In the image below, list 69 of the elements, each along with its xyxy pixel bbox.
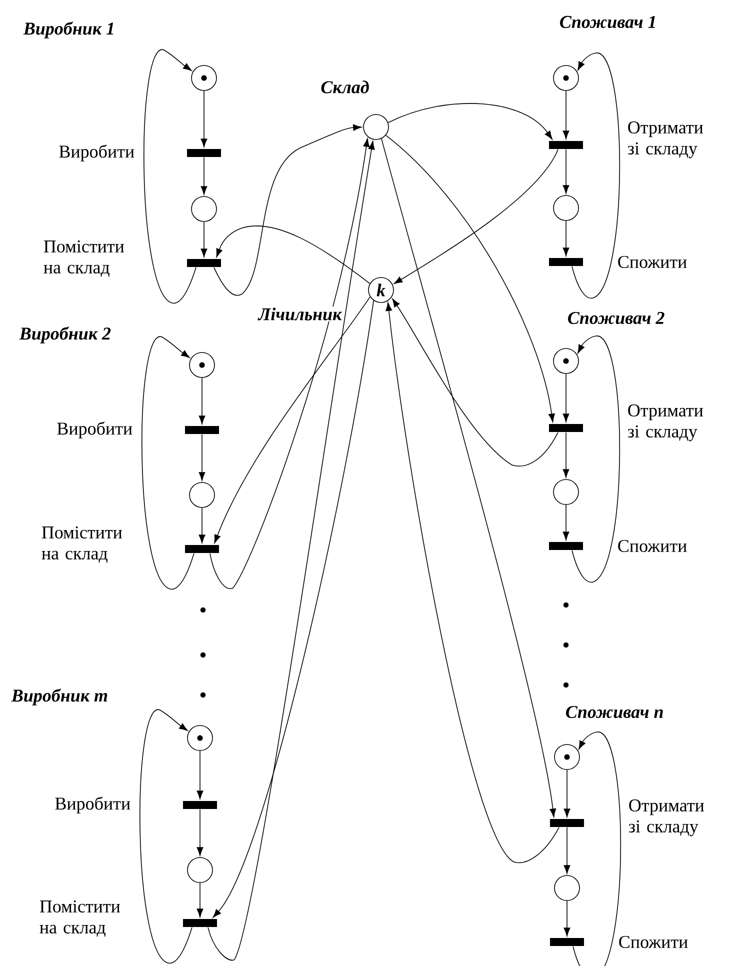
arc-arrow	[198, 378, 206, 424]
arc-arrow	[562, 90, 570, 140]
place-circle	[191, 65, 217, 91]
process-heading: Споживач 1	[560, 16, 655, 28]
process-heading: Виробник 1	[23, 22, 114, 38]
transition-label: Помістити на склад	[40, 900, 120, 937]
arc-arrow	[562, 432, 570, 478]
arc-arrow	[572, 732, 622, 966]
place-circle	[553, 348, 579, 374]
arc-arrow	[212, 300, 374, 918]
arc-arrow	[140, 710, 192, 964]
arc-arrow	[196, 750, 204, 800]
place-circle	[553, 195, 579, 221]
arc-arrow	[208, 140, 375, 961]
process-heading: Виробник m	[11, 688, 108, 706]
arc-arrow	[572, 52, 620, 299]
place-circle	[187, 725, 213, 751]
arc-arrow	[564, 827, 570, 874]
transition-label: Отримати зі складу	[628, 799, 704, 836]
arc-arrow	[564, 770, 570, 818]
transition-label: Помістити на склад	[42, 526, 122, 563]
arc-arrow	[564, 900, 570, 936]
arc-arrow	[142, 336, 194, 590]
place-circle	[553, 479, 579, 505]
arc-arrow	[216, 226, 370, 284]
place-circle	[191, 196, 217, 222]
arc-arrow	[196, 882, 204, 918]
place-circle	[189, 482, 215, 508]
arc-arrow	[562, 504, 570, 540]
transition-label: Виробити	[59, 144, 134, 162]
place-circle	[554, 744, 580, 770]
place-circle	[554, 875, 580, 901]
transition-label: Спожити	[619, 936, 688, 948]
arc-arrow	[200, 90, 208, 148]
arc-arrow	[196, 809, 204, 856]
arc-arrow	[210, 138, 370, 589]
place-label: Склад	[320, 80, 370, 94]
arc-arrow	[394, 149, 558, 284]
arc-arrow	[144, 50, 196, 304]
place-circle	[187, 857, 213, 883]
arc-arrow	[392, 298, 558, 466]
arc-arrow	[385, 134, 555, 422]
transition-label: Отримати зі складу	[628, 404, 703, 442]
place-circle	[189, 352, 215, 378]
arc-arrow	[562, 149, 570, 194]
arc-arrow	[386, 302, 560, 864]
arc-arrow	[200, 222, 208, 258]
process-heading: Виробник 2	[19, 326, 111, 344]
arc-arrow	[198, 434, 206, 481]
transition-label: Помістити на склад	[44, 240, 124, 277]
arc-arrow	[198, 508, 206, 544]
arc-arrow	[200, 157, 208, 195]
arc-arrow	[562, 374, 570, 422]
arc-arrow	[214, 296, 370, 544]
process-heading: Споживач n	[566, 706, 663, 718]
place-circle	[553, 65, 579, 91]
arc-arrow	[388, 103, 552, 140]
place-circle	[363, 114, 389, 140]
transition-label: Виробити	[55, 796, 130, 814]
process-heading: Споживач 2	[568, 312, 664, 324]
arc-arrow	[572, 336, 620, 583]
arc-arrow	[381, 138, 556, 818]
transition-label: Отримати зі складу	[628, 121, 703, 158]
arc-arrow	[214, 124, 362, 296]
arc-arrow	[562, 220, 570, 256]
transition-label: Виробити	[57, 422, 132, 438]
place-label: Лічильник	[257, 306, 343, 322]
transition-label: Спожити	[618, 256, 687, 268]
transition-label: Спожити	[618, 540, 687, 552]
